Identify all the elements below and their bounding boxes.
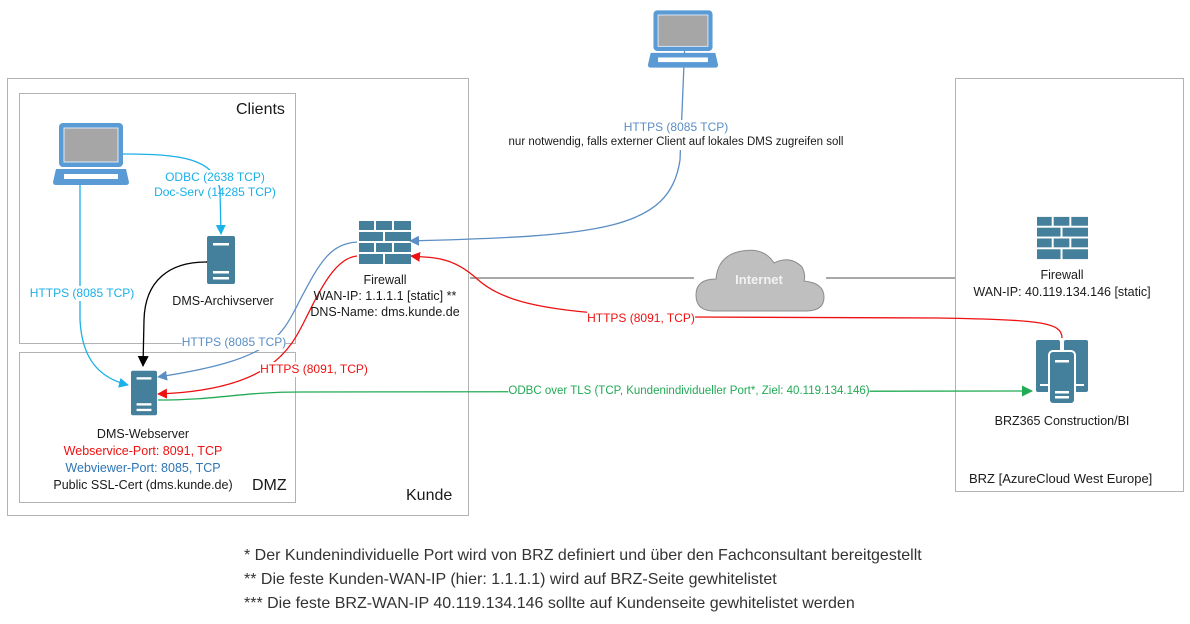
link-brz-firewall-8091 — [410, 251, 1063, 339]
label-docserv-14285: Doc-Serv (14285 TCP) — [154, 185, 276, 199]
label-odbc-tls: ODBC over TLS (TCP, Kundenindividueller … — [508, 384, 870, 399]
webserver-icon[interactable] — [131, 369, 157, 417]
archivserver-label: DMS-Archivserver — [172, 294, 274, 308]
link-firewall-webserver-8085 — [157, 241, 358, 381]
kunde-firewall-wan-ip: WAN-IP: 1.1.1.1 [static] ** — [313, 289, 457, 303]
webserver-webservice-port: Webservice-Port: 8091, TCP — [63, 444, 223, 458]
link-client-archiv — [122, 153, 226, 235]
label-client-https: HTTPS (8085 TCP) — [29, 286, 135, 301]
footnote-1: * Der Kundenindividuelle Port wird von B… — [244, 547, 922, 564]
zone-label-dmz: DMZ — [252, 477, 287, 494]
link-archiv-webserver — [137, 256, 217, 367]
zone-label-kunde: Kunde — [406, 487, 453, 504]
brz365-server-cluster-icon[interactable] — [1036, 340, 1088, 404]
link-firewall-webserver-8091 — [157, 255, 358, 399]
link-external-firewall — [409, 39, 686, 246]
kunde-firewall-icon[interactable] — [359, 221, 411, 264]
label-firewall-https-8091: HTTPS (8091, TCP) — [260, 362, 368, 377]
label-brz-https-8091: HTTPS (8091, TCP) — [587, 311, 695, 326]
label-firewall-https-8085: HTTPS (8085 TCP) — [181, 335, 287, 350]
brz-firewall-label: Firewall — [1040, 268, 1084, 282]
kunde-firewall-label: Firewall — [363, 273, 407, 287]
kunde-firewall-dns: DNS-Name: dms.kunde.de — [310, 305, 460, 319]
webserver-ssl-cert: Public SSL-Cert (dms.kunde.de) — [53, 478, 233, 492]
label-odbc-2638: ODBC (2638 TCP) — [165, 170, 265, 185]
footnote-2: ** Die feste Kunden-WAN-IP (hier: 1.1.1.… — [244, 571, 777, 588]
label-external-note: nur notwendig, falls externer Client auf… — [508, 135, 844, 150]
zone-label-brz: BRZ [AzureCloud West Europe] — [969, 471, 1153, 486]
webserver-webviewer-port: Webviewer-Port: 8085, TCP — [65, 461, 221, 475]
brz-firewall-icon[interactable] — [1037, 216, 1088, 260]
brz-firewall-wan-ip: WAN-IP: 40.119.134.146 [static] — [973, 285, 1151, 299]
link-odbc-tls — [157, 385, 1033, 401]
footnote-3: *** Die feste BRZ-WAN-IP 40.119.134.146 … — [244, 595, 855, 612]
brz365-label: BRZ365 Construction/BI — [994, 414, 1130, 428]
client-laptop-icon[interactable] — [52, 122, 130, 186]
zone-brz — [955, 78, 1184, 492]
zone-kunde — [7, 78, 469, 516]
external-laptop-icon[interactable] — [647, 9, 719, 69]
link-client-webserver — [79, 185, 129, 388]
archivserver-icon[interactable] — [207, 236, 235, 284]
label-external-https: HTTPS (8085 TCP) — [623, 120, 729, 135]
internet-cloud-icon — [695, 249, 825, 312]
zone-label-clients: Clients — [236, 101, 285, 118]
internet-label: Internet — [735, 272, 783, 287]
webserver-label: DMS-Webserver — [96, 427, 190, 441]
